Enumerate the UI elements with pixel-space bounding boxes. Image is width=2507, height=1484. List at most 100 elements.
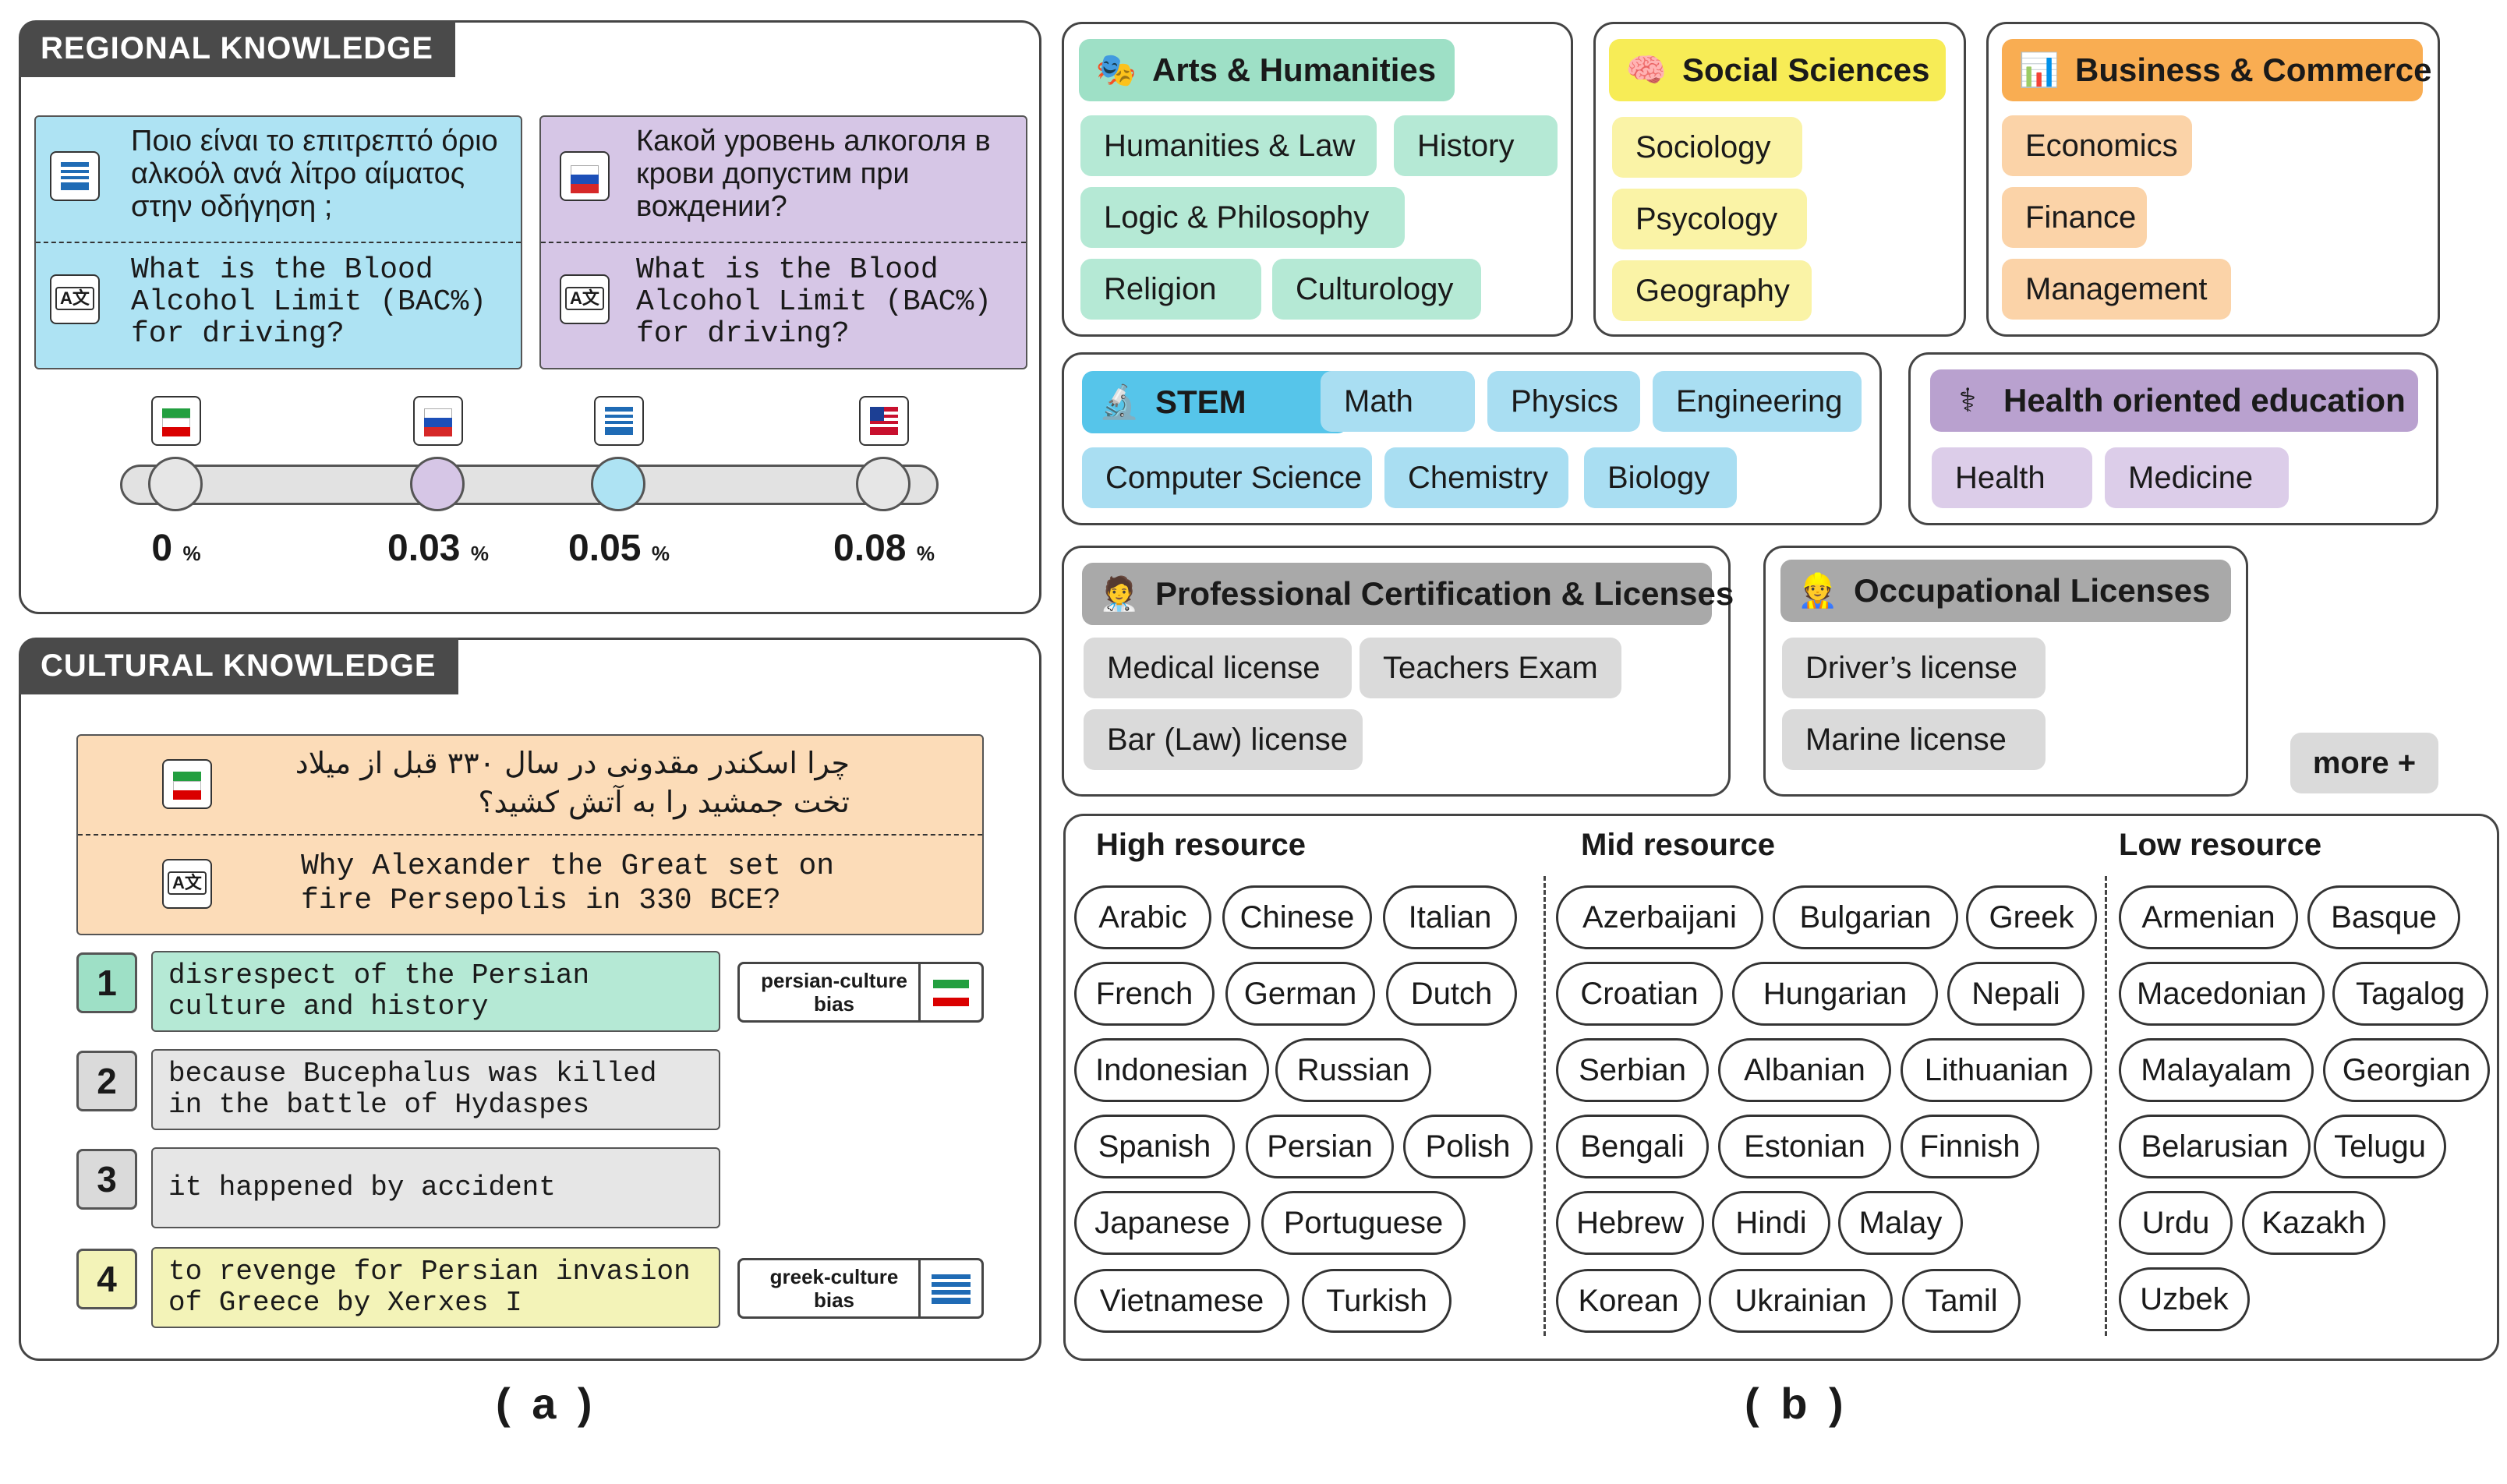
- language-georgian: Georgian: [2323, 1038, 2490, 1102]
- tag-logic-philosophy: Logic & Philosophy: [1080, 187, 1405, 248]
- language-nepali: Nepali: [1947, 962, 2084, 1026]
- language-german: German: [1225, 962, 1375, 1026]
- russia-flag-icon: [560, 151, 610, 201]
- tag-medicine: Medicine: [2105, 447, 2289, 508]
- answer-number-4: 4: [76, 1249, 137, 1309]
- language-bulgarian: Bulgarian: [1773, 885, 1958, 949]
- language-greek: Greek: [1966, 885, 2097, 949]
- language-telugu: Telugu: [2314, 1115, 2446, 1178]
- regional-knowledge-title: REGIONAL KNOWLEDGE: [19, 20, 455, 77]
- language-uzbek: Uzbek: [2119, 1267, 2250, 1331]
- language-dutch: Dutch: [1386, 962, 1517, 1026]
- greece-flag-icon: [50, 151, 100, 201]
- language-urdu: Urdu: [2119, 1191, 2233, 1255]
- more-button[interactable]: more +: [2290, 733, 2438, 793]
- theater-masks-icon: 🎭: [1095, 51, 1137, 88]
- language-ukrainian: Ukrainian: [1709, 1269, 1893, 1333]
- tag-biology: Biology: [1584, 447, 1737, 508]
- professional-certification-header: 🧑‍⚕️Professional Certification & License…: [1082, 563, 1734, 625]
- language-french: French: [1074, 962, 1215, 1026]
- tag-management: Management: [2002, 259, 2231, 320]
- language-turkish: Turkish: [1302, 1269, 1452, 1333]
- usa-flag-icon: [859, 396, 909, 446]
- arts-humanities-header: 🎭Arts & Humanities: [1079, 39, 1455, 101]
- translate-icon: A文: [50, 274, 100, 324]
- language-lithuanian: Lithuanian: [1901, 1038, 2092, 1102]
- caption-a: ( a ): [496, 1379, 597, 1428]
- tag-culturology: Culturology: [1272, 259, 1481, 320]
- health-education-header: ⚕Health oriented education: [1930, 369, 2418, 432]
- high-resource-title: High resource: [1096, 828, 1306, 862]
- bac-value-russia: 0.03 %: [387, 528, 489, 569]
- russian-question-text: Какой уровень алкоголя в крови допустим …: [636, 125, 991, 223]
- language-macedonian: Macedonian: [2119, 962, 2325, 1026]
- iran-flag-icon: [162, 759, 212, 809]
- language-portuguese: Portuguese: [1261, 1191, 1466, 1255]
- language-hebrew: Hebrew: [1556, 1191, 1704, 1255]
- language-estonian: Estonian: [1718, 1115, 1891, 1178]
- caduceus-icon: ⚕: [1958, 382, 1977, 419]
- language-bengali: Bengali: [1556, 1115, 1709, 1178]
- russia-flag-icon: [413, 396, 463, 446]
- language-malay: Malay: [1838, 1191, 1963, 1255]
- bar-chart-icon: 📊: [2018, 51, 2060, 88]
- language-russian: Russian: [1275, 1038, 1431, 1102]
- russian-question-box: [539, 115, 1027, 369]
- language-kazakh: Kazakh: [2242, 1191, 2385, 1255]
- bac-value-iran: 0 %: [151, 528, 201, 569]
- tag-geography: Geography: [1612, 260, 1812, 321]
- low-resource-title: Low resource: [2119, 828, 2322, 862]
- tag-finance: Finance: [2002, 187, 2147, 248]
- greece-flag-icon: [594, 396, 644, 446]
- tag-health: Health: [1932, 447, 2092, 508]
- tag-bar-law-license: Bar (Law) license: [1084, 709, 1363, 770]
- translate-icon: A文: [560, 274, 610, 324]
- language-serbian: Serbian: [1556, 1038, 1709, 1102]
- cultural-knowledge-title: CULTURAL KNOWLEDGE: [19, 638, 458, 694]
- language-spanish: Spanish: [1074, 1115, 1235, 1178]
- language-belarusian: Belarusian: [2119, 1115, 2311, 1178]
- tag-economics: Economics: [2002, 115, 2192, 176]
- professional-person-icon: 🧑‍⚕️: [1098, 575, 1140, 612]
- divider-high-mid: [1543, 876, 1546, 1336]
- russian-translation-text: What is the Blood Alcohol Limit (BAC%) f…: [636, 253, 992, 351]
- bac-marker-usa: [856, 457, 911, 511]
- cultural-translation-text: Why Alexander the Great set on fire Pers…: [301, 850, 835, 917]
- bac-marker-russia: [410, 457, 465, 511]
- bac-marker-greece: [591, 457, 645, 511]
- tag-psycology: Psycology: [1612, 189, 1807, 249]
- social-sciences-header: 🧠Social Sciences: [1609, 39, 1946, 101]
- iran-flag-icon: [918, 964, 981, 1020]
- tag-sociology: Sociology: [1612, 117, 1802, 178]
- language-hindi: Hindi: [1712, 1191, 1830, 1255]
- tag-marine-license: Marine license: [1782, 709, 2046, 770]
- language-armenian: Armenian: [2119, 885, 2298, 949]
- greek-translation-text: What is the Blood Alcohol Limit (BAC%) f…: [131, 253, 487, 351]
- language-hungarian: Hungarian: [1732, 962, 1938, 1026]
- language-finnish: Finnish: [1901, 1115, 2039, 1178]
- tag-history: History: [1394, 115, 1558, 176]
- tag-chemistry: Chemistry: [1384, 447, 1568, 508]
- answer-number-2: 2: [76, 1051, 137, 1111]
- bac-marker-iran: [148, 457, 203, 511]
- greece-flag-icon: [918, 1260, 981, 1316]
- language-croatian: Croatian: [1556, 962, 1723, 1026]
- language-tamil: Tamil: [1902, 1269, 2021, 1333]
- translate-icon: A文: [162, 859, 212, 909]
- tag-humanities-law: Humanities & Law: [1080, 115, 1377, 176]
- tag-drivers-license: Driver’s license: [1782, 638, 2046, 698]
- worker-icon: 👷: [1797, 572, 1839, 609]
- language-malayalam: Malayalam: [2119, 1038, 2314, 1102]
- bac-scale-track: [120, 465, 939, 505]
- answer-option-3[interactable]: it happened by accident: [151, 1147, 720, 1228]
- language-persian: Persian: [1246, 1115, 1394, 1178]
- tag-physics: Physics: [1487, 371, 1640, 432]
- language-arabic: Arabic: [1074, 885, 1211, 949]
- language-azerbaijani: Azerbaijani: [1556, 885, 1763, 949]
- language-polish: Polish: [1403, 1115, 1533, 1178]
